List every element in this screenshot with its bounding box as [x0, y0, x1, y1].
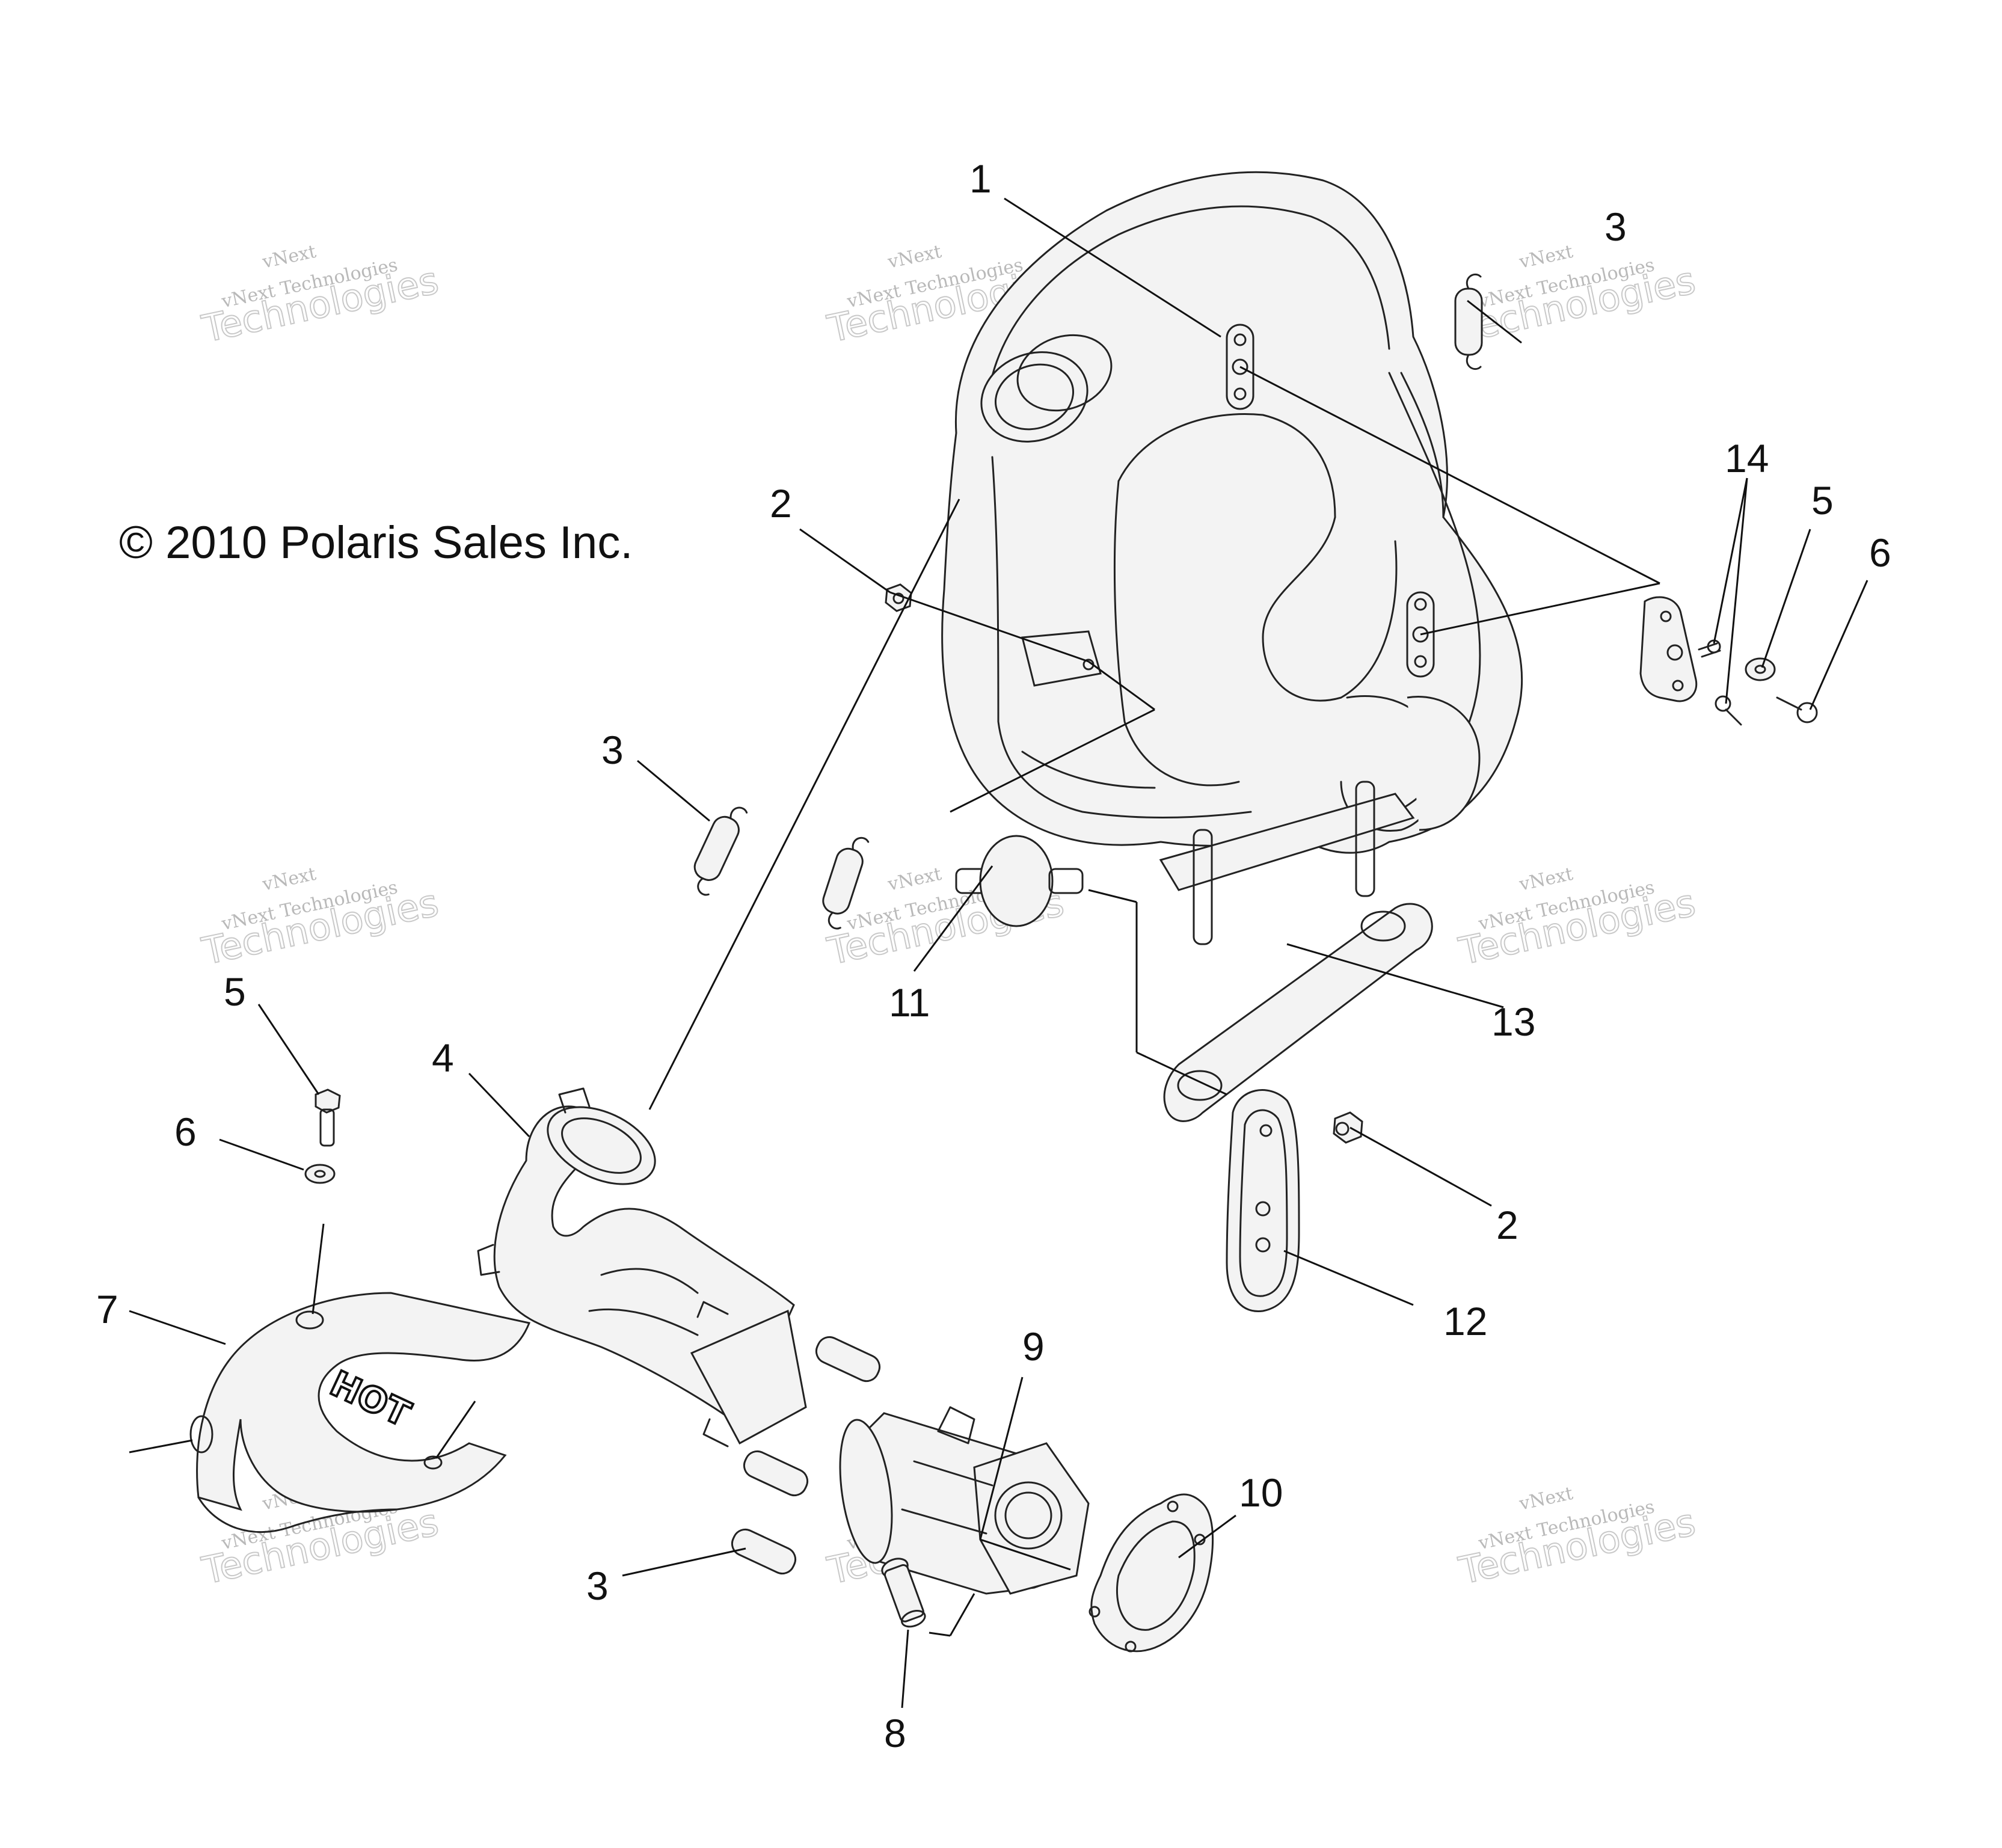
gasket — [1089, 1493, 1214, 1653]
muffler — [941, 171, 1523, 945]
mount-plate — [1163, 903, 1433, 1122]
leader-lines — [129, 197, 1868, 1708]
callout-2-upper: 2 — [770, 481, 792, 526]
exhaust-manifold — [839, 1406, 1090, 1595]
exhaust-pipe — [477, 1087, 807, 1447]
spring-mid-left — [693, 806, 748, 896]
spring-top-right — [1454, 273, 1483, 370]
callout-6-left: 6 — [174, 1110, 197, 1154]
callout-4: 4 — [432, 1036, 454, 1080]
spring-lower-1 — [815, 1336, 881, 1383]
callout-1: 1 — [969, 156, 992, 201]
svg-text:vNext: vNext — [885, 241, 943, 273]
washer-left — [304, 1164, 336, 1184]
svg-text:vNext: vNext — [1517, 864, 1574, 895]
watermark-top-right: vNext vNext Technologies Technologies — [1454, 241, 1700, 352]
svg-text:vNext: vNext — [1517, 1483, 1574, 1515]
watermark-mid-left: vNext vNext Technologies Technologies — [197, 864, 443, 974]
svg-text:vNext: vNext — [885, 864, 943, 895]
callout-9: 9 — [1022, 1324, 1045, 1369]
hot-label: HOT — [324, 1363, 417, 1435]
callout-3-mid-left: 3 — [601, 728, 624, 772]
heat-shield: HOT — [189, 1292, 531, 1533]
svg-text:vNext: vNext — [1517, 241, 1574, 273]
bolt-left — [315, 1088, 341, 1147]
watermark-mid-right: vNext vNext Technologies Technologies — [1454, 864, 1700, 974]
right-bracket-hardware — [1639, 596, 1818, 726]
callout-13: 13 — [1491, 999, 1535, 1044]
callout-14: 14 — [1725, 436, 1769, 480]
callout-7: 7 — [96, 1287, 118, 1331]
callout-12: 12 — [1443, 1299, 1487, 1343]
callout-3-bottom: 3 — [586, 1564, 609, 1608]
spring-lower-2 — [743, 1450, 809, 1497]
watermark-bottom-right: vNext vNext Technologies Technologies — [1454, 1483, 1700, 1594]
callout-10: 10 — [1239, 1470, 1283, 1515]
callout-8: 8 — [884, 1711, 906, 1755]
callout-11: 11 — [889, 980, 930, 1025]
callout-5-left: 5 — [224, 969, 246, 1014]
muffler-bracket — [1226, 1089, 1363, 1312]
callout-5-right: 5 — [1811, 478, 1834, 523]
svg-text:vNext: vNext — [260, 241, 318, 273]
spring-lower-3 — [731, 1528, 797, 1575]
spring-mid-center — [822, 837, 870, 930]
watermark-top-left: vNext vNext Technologies Technologies — [197, 241, 443, 352]
callout-numbers: 1 3 2 14 5 6 3 11 13 5 4 6 2 7 12 9 10 3… — [96, 156, 1891, 1755]
svg-text:vNext: vNext — [260, 864, 318, 895]
callout-3-top-right: 3 — [1604, 204, 1627, 249]
callout-2-lower: 2 — [1496, 1203, 1518, 1247]
stud — [881, 1558, 926, 1628]
copyright-text: © 2010 Polaris Sales Inc. — [119, 517, 633, 568]
nut-upper — [885, 583, 912, 612]
callout-6-right: 6 — [1869, 530, 1891, 575]
